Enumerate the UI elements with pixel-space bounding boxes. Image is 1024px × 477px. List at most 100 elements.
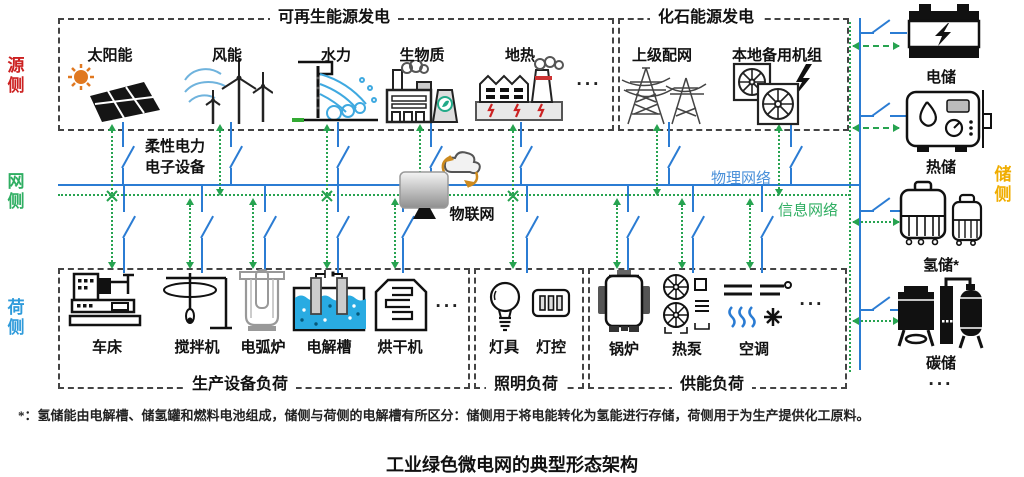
power-wire	[337, 168, 339, 185]
power-wire	[337, 238, 339, 273]
flow-arrow-icon	[391, 198, 399, 205]
power-wire	[790, 122, 792, 147]
wind-turbines-icon	[183, 54, 274, 126]
heat-storage-icon	[901, 90, 993, 154]
flow-arrow-icon	[186, 198, 194, 205]
flow-arrow-icon	[852, 124, 859, 132]
flow-arrow-icon	[775, 124, 783, 131]
electrolyzer-label: 电解槽	[306, 339, 352, 356]
solar-icon	[66, 60, 162, 126]
flow-arrow-icon	[893, 42, 900, 50]
heat-pump-label: 热泵	[671, 341, 703, 358]
junction-cross-icon	[321, 189, 333, 202]
junction-cross-icon	[106, 189, 118, 202]
flow-arrow-icon	[678, 198, 686, 205]
power-wire	[761, 185, 763, 212]
lamp-label: 灯具	[488, 339, 520, 356]
power-wire	[890, 210, 907, 212]
power-wire	[860, 115, 874, 117]
biomass-label: 生物质	[399, 47, 445, 64]
power-wire	[230, 122, 232, 147]
light-control-icon	[531, 288, 571, 320]
flow-arrow-icon	[509, 262, 517, 269]
power-wire	[627, 238, 629, 273]
flow-arrow-icon	[323, 262, 331, 269]
carbon-storage-icon	[896, 276, 988, 352]
grid-side-label: 网侧	[7, 172, 25, 211]
lathe-label: 车床	[91, 339, 123, 356]
info-wire	[853, 45, 899, 47]
power-wire	[201, 238, 203, 273]
flow-arrow-icon	[613, 262, 621, 269]
dryer-label: 烘干机	[377, 339, 423, 356]
carbon-storage-label: 碳储	[925, 355, 957, 372]
power-wire	[860, 32, 874, 34]
info-wire	[394, 205, 396, 262]
solar-label: 太阳能	[87, 47, 133, 64]
switch-icon	[789, 145, 803, 169]
backup-generator-icon	[728, 60, 816, 126]
biomass-plant-icon	[383, 59, 461, 126]
power-wire	[526, 185, 528, 212]
info-wire	[749, 205, 751, 262]
energy-box-title: 供能负荷	[671, 375, 753, 395]
info-wire	[853, 320, 899, 322]
dryer-icon	[372, 276, 430, 332]
switch-icon	[519, 145, 533, 169]
info-wire	[853, 127, 899, 129]
mixer-label: 搅拌机	[174, 339, 220, 356]
flow-arrow-icon	[893, 317, 900, 325]
power-wire	[520, 168, 522, 185]
flow-arrow-icon	[186, 262, 194, 269]
load-side-label: 荷侧	[7, 298, 25, 337]
energy-more: ···	[799, 294, 825, 315]
production-more: ···	[435, 296, 461, 317]
flow-arrow-icon	[108, 262, 116, 269]
info-wire	[681, 205, 683, 262]
power-wire	[668, 168, 670, 185]
electrolyzer-icon	[292, 268, 367, 332]
flow-arrow-icon	[216, 124, 224, 131]
transmission-towers-icon	[620, 60, 708, 126]
lathe-icon	[68, 270, 146, 332]
switch-icon	[122, 215, 136, 239]
lighting-box-title: 照明负荷	[485, 375, 567, 395]
power-wire	[860, 309, 874, 311]
light-control-label: 灯控	[535, 339, 567, 356]
storage-more: ···	[928, 374, 954, 395]
flow-arrow-icon	[216, 189, 224, 196]
renewable-box-title: 可再生能源发电	[269, 8, 399, 28]
power-wire	[761, 238, 763, 273]
switch-icon	[263, 215, 277, 239]
information-network-bus	[849, 22, 851, 372]
physical-network-bus	[859, 18, 861, 370]
switch-icon	[760, 215, 774, 239]
source-side-label: 源侧	[7, 56, 25, 95]
switch-icon	[871, 19, 891, 34]
flow-arrow-icon	[391, 262, 399, 269]
flow-arrow-icon	[678, 262, 686, 269]
flow-arrow-icon	[775, 189, 783, 196]
boiler-icon	[597, 270, 651, 336]
upstream-grid-label: 上级配网	[631, 47, 693, 64]
switch-icon	[336, 215, 350, 239]
power-wire	[123, 185, 125, 212]
power-wire	[337, 122, 339, 147]
flow-arrow-icon	[613, 198, 621, 205]
flow-arrow-icon	[416, 124, 424, 131]
arc-furnace-label: 电弧炉	[240, 339, 286, 356]
power-wire	[692, 238, 694, 273]
flow-arrow-icon	[852, 42, 859, 50]
electric-storage-label: 电储	[925, 69, 957, 86]
iot-device-icon	[396, 150, 486, 225]
air-conditioner-icon	[722, 280, 792, 332]
arc-furnace-icon	[238, 268, 286, 332]
power-wire	[402, 238, 404, 273]
geothermal-plant-icon	[474, 56, 566, 126]
flow-arrow-icon	[653, 124, 661, 131]
heat-storage-label: 热储	[925, 159, 957, 176]
power-wire	[627, 185, 629, 212]
mixer-icon	[160, 270, 232, 332]
hydrogen-storage-label: 氢储*	[923, 257, 959, 274]
